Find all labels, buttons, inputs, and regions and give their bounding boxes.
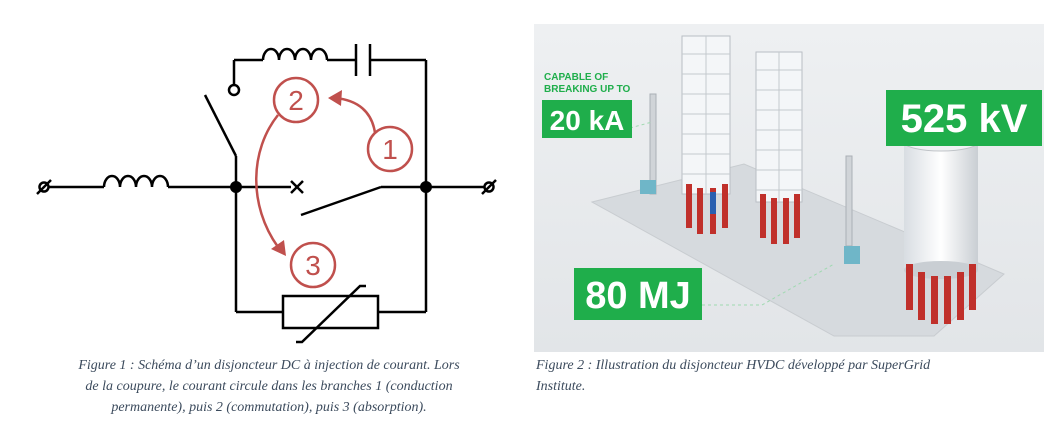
branch-3-circle xyxy=(289,241,337,289)
capable-line-2: BREAKING UP TO xyxy=(544,84,631,95)
energy-value: 80 MJ xyxy=(585,275,691,317)
caption-line: permanente), puis 2 (commutation), puis … xyxy=(111,400,427,415)
technician xyxy=(710,192,716,214)
circuit-diagram: 2 1 3 xyxy=(36,44,497,344)
caption-line: Figure 2 : Illustration du disjoncteur H… xyxy=(536,358,931,373)
varistor-curve xyxy=(296,284,366,344)
current-value: 20 kA xyxy=(550,105,625,136)
figure-2-caption: Figure 2 : Illustration du disjoncteur H… xyxy=(536,355,1036,397)
branch-label-1: 1 xyxy=(382,134,398,165)
varistor xyxy=(281,294,380,330)
insulator-pole xyxy=(845,155,853,247)
series-inductor xyxy=(102,174,170,188)
main-switch xyxy=(300,185,382,217)
energy-callout xyxy=(574,268,702,320)
figure-1-caption: Figure 1 : Schéma d’un disjoncteur DC à … xyxy=(34,355,504,418)
branch-2-circle xyxy=(272,76,320,124)
leader-line xyxy=(629,121,653,129)
arrow-2-to-3 xyxy=(255,114,280,248)
switch-contact xyxy=(227,83,241,97)
leader-line xyxy=(761,263,835,306)
voltage-callout xyxy=(886,90,1042,146)
branch-label-2: 2 xyxy=(288,85,304,116)
commutation-switch xyxy=(203,94,238,157)
branch-1-circle xyxy=(366,125,414,173)
current-callout xyxy=(542,100,632,138)
equipment-box xyxy=(844,246,860,264)
junction-dot xyxy=(420,181,432,193)
arrowhead xyxy=(271,240,286,256)
caption-line: Institute. xyxy=(536,379,586,394)
hvdc-breaker-illustration: CAPABLE OF BREAKING UP TO 20 kA 525 kV 8… xyxy=(534,24,1044,352)
junction-dot xyxy=(230,181,242,193)
breaker-tower xyxy=(681,35,731,234)
arrowhead xyxy=(328,90,342,106)
caption-line: Figure 1 : Schéma d’un disjoncteur DC à … xyxy=(78,358,460,373)
equipment-box xyxy=(640,180,656,194)
voltage-value: 525 kV xyxy=(901,97,1028,141)
breaker-tower xyxy=(755,51,803,244)
insulator-pole xyxy=(649,93,657,195)
caption-line: de la coupure, le courant circule dans l… xyxy=(85,379,453,394)
branch-label-3: 3 xyxy=(305,250,321,281)
capable-line-1: CAPABLE OF xyxy=(544,72,608,83)
lc-inductor xyxy=(261,47,329,61)
